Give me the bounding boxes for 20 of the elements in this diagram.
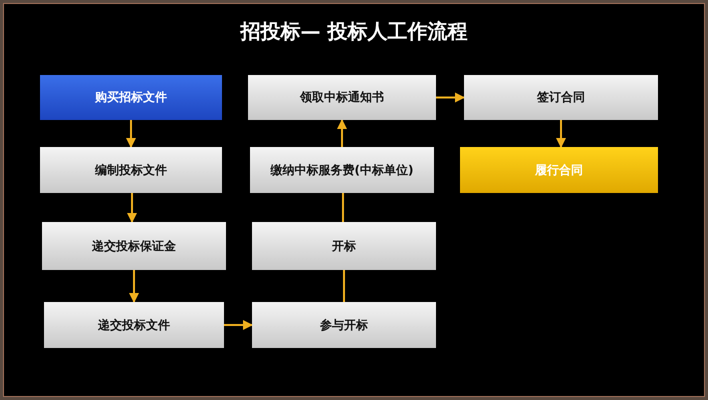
process-box: 签订合同 bbox=[464, 75, 658, 120]
connector-line bbox=[343, 270, 345, 302]
arrow bbox=[337, 119, 347, 147]
process-box: 开标 bbox=[252, 222, 436, 270]
connector-line bbox=[342, 193, 344, 222]
diagram-title: 招投标— 投标人工作流程 bbox=[239, 18, 468, 45]
process-box: 参与开标 bbox=[252, 302, 436, 348]
arrow bbox=[127, 193, 137, 223]
process-box: 递交投标保证金 bbox=[42, 222, 226, 270]
process-box: 编制投标文件 bbox=[40, 147, 222, 193]
process-box: 缴纳中标服务费(中标单位) bbox=[250, 147, 434, 193]
process-box: 递交投标文件 bbox=[44, 302, 224, 348]
arrow bbox=[126, 120, 136, 148]
arrow bbox=[129, 270, 139, 303]
arrow bbox=[436, 92, 465, 102]
arrow bbox=[556, 120, 566, 148]
process-box: 购买招标文件 bbox=[40, 75, 222, 120]
process-box: 领取中标通知书 bbox=[248, 75, 436, 120]
process-box: 履行合同 bbox=[460, 147, 658, 193]
arrow bbox=[224, 320, 253, 330]
